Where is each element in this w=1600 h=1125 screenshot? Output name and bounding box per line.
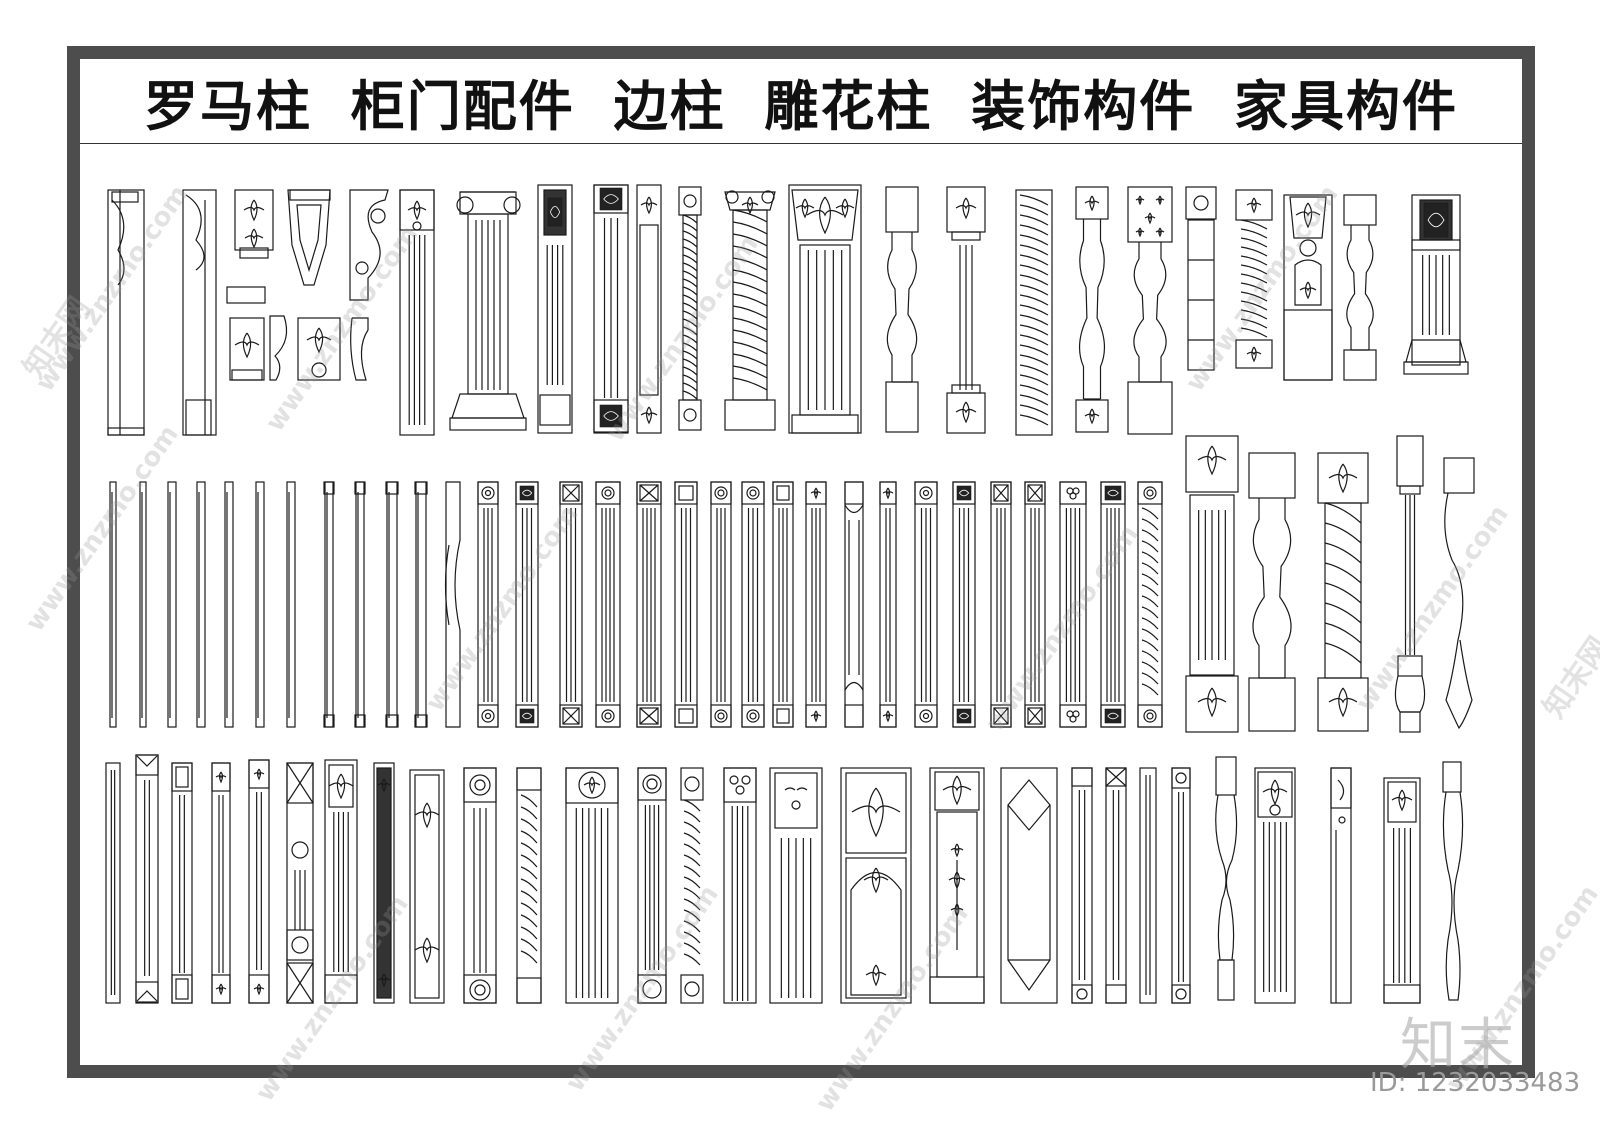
row-1-roman-columns-and-corbels <box>107 184 1469 436</box>
drawing-frame <box>67 46 1535 1078</box>
row-2-edge-pilasters <box>109 435 1475 733</box>
title-divider <box>80 143 1522 144</box>
brand-logo: 知末 <box>1400 1013 1516 1078</box>
row-3-decorative-components <box>105 754 1464 1004</box>
page-title: 罗马柱 柜门配件 边柱 雕花柱 装饰构件 家具构件 <box>144 74 1458 138</box>
asset-id: ID: 1232033483 <box>1370 1068 1581 1098</box>
